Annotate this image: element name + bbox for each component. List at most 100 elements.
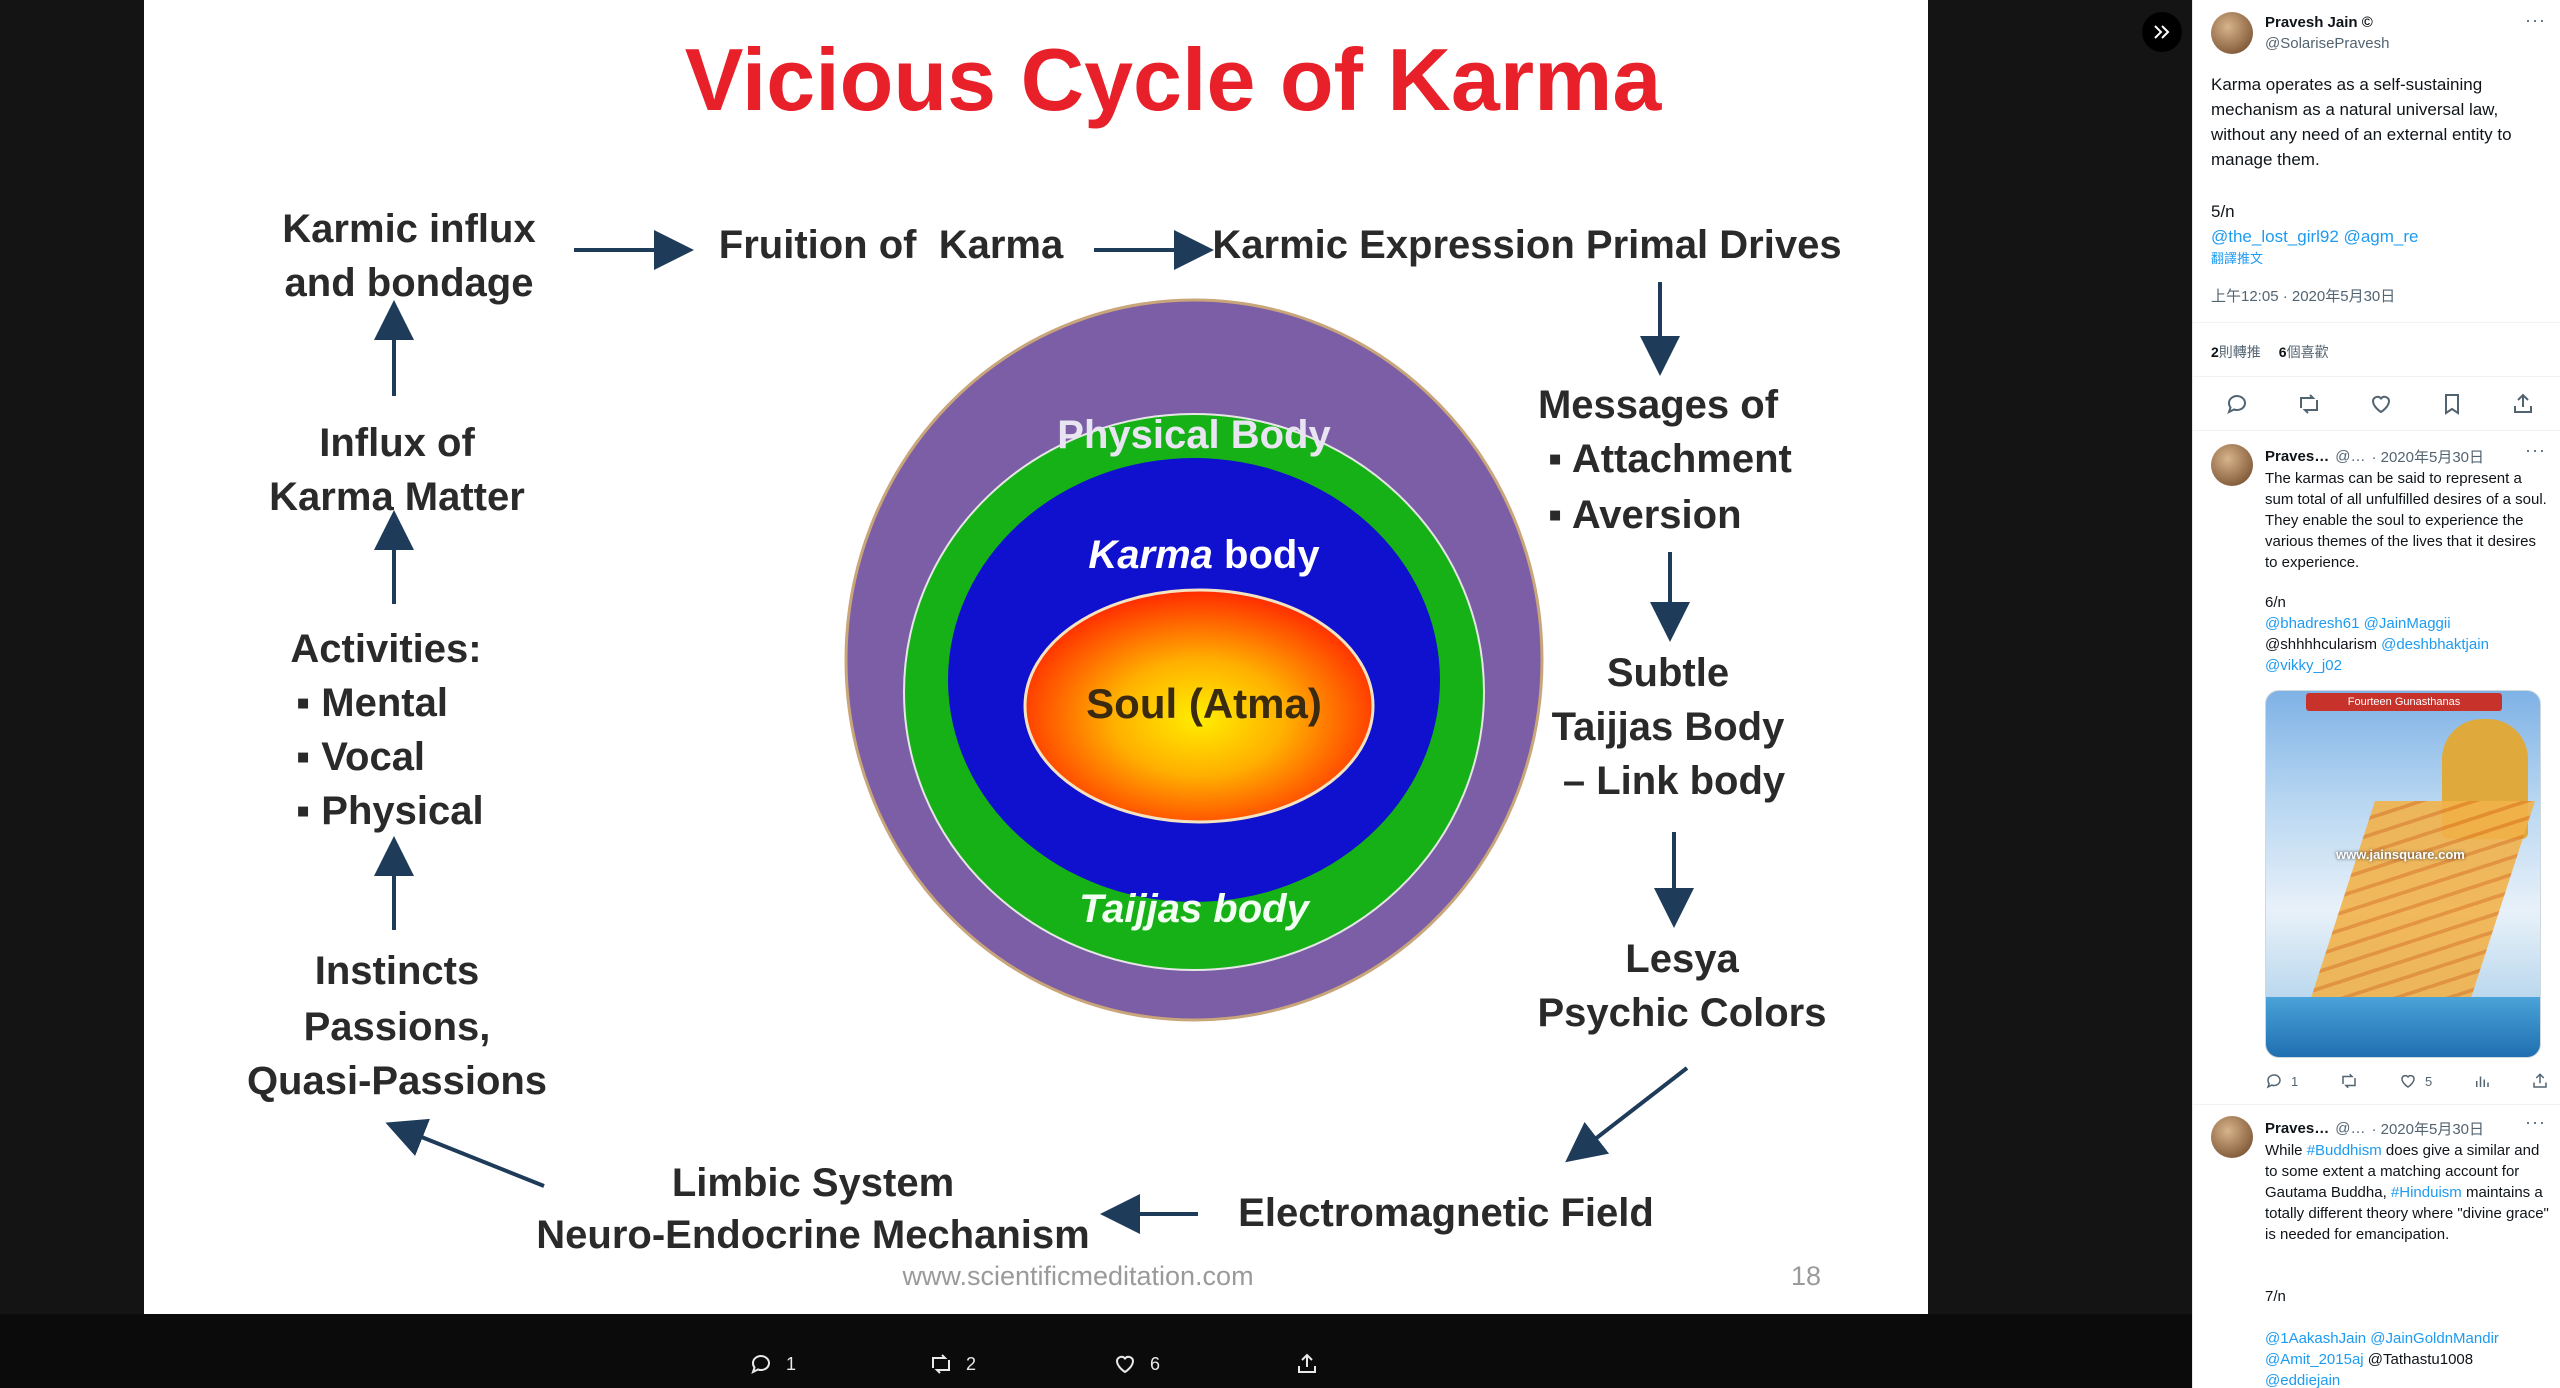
views-chart-icon[interactable]: [2473, 1072, 2491, 1090]
image-watermark: www.jainsquare.com: [2336, 847, 2465, 862]
karmic-influx-line1: Karmic influx: [282, 207, 535, 251]
collapse-panel-button[interactable]: [2142, 12, 2182, 52]
reply-body-pre: While: [2265, 1142, 2307, 1159]
bullet-mark: ▪: [1548, 493, 1572, 537]
reply-author-handle[interactable]: @…: [2335, 448, 2366, 465]
retweet-icon: [928, 1351, 954, 1377]
author-name[interactable]: Pravesh Jain ©: [2265, 14, 2373, 31]
reply-image[interactable]: Fourteen Gunasthanas www.jainsquare.com: [2265, 690, 2541, 1058]
messages-title: Messages of: [1538, 383, 1779, 427]
reply-author-name[interactable]: Praves…: [2265, 448, 2330, 465]
thread-marker: 5/n: [2211, 202, 2235, 221]
mention-plain[interactable]: @Tathastu1008: [2363, 1351, 2474, 1368]
retweet-icon[interactable]: [2339, 1072, 2359, 1090]
physical-label: Physical: [321, 789, 483, 833]
tweet-body: Karma operates as a self-sustaining mech…: [2211, 75, 2512, 169]
arrow-limbic-to-instincts: [385, 1118, 545, 1188]
hashtag-hinduism[interactable]: #Hinduism: [2390, 1184, 2462, 1201]
more-options-icon[interactable]: ···: [2525, 10, 2546, 30]
viewer-share-action[interactable]: [1294, 1346, 1320, 1382]
limbic-line1: Limbic System: [672, 1161, 954, 1205]
reply-reply-count: 1: [2291, 1073, 2299, 1089]
activities-title: Activities:: [290, 627, 481, 671]
reply-thread-marker: 6/n: [2265, 594, 2286, 611]
reply-mentions-line3[interactable]: @vikky_j02: [2265, 657, 2342, 674]
reply-like-action[interactable]: 5: [2399, 1072, 2432, 1090]
translate-link[interactable]: 翻譯推文: [2211, 251, 2264, 266]
water-shape: [2266, 997, 2540, 1057]
soul-label: Soul (Atma): [1086, 680, 1322, 727]
media-viewer: Vicious Cycle of Karma Physical Body Kar…: [0, 0, 2192, 1388]
share-icon: [1294, 1351, 1320, 1377]
reply-author-handle[interactable]: @…: [2335, 1120, 2366, 1137]
likes-number[interactable]: 6: [2278, 344, 2287, 360]
slide-image: Vicious Cycle of Karma Physical Body Kar…: [144, 0, 1928, 1338]
soul-core: [1023, 588, 1375, 824]
heart-icon: [1112, 1351, 1138, 1377]
bookmark-icon[interactable]: [2440, 392, 2464, 416]
author-handle[interactable]: @SolarisePravesh: [2265, 35, 2390, 52]
retweets-number[interactable]: 2: [2211, 344, 2219, 360]
reply-author-name[interactable]: Praves…: [2265, 1120, 2330, 1137]
bullet-physical: ▪ Physical: [296, 789, 484, 833]
mention-link[interactable]: @deshbhaktjain: [2381, 636, 2489, 653]
tweet-mentions[interactable]: @the_lost_girl92 @agm_re: [2211, 227, 2419, 246]
vocal-label: Vocal: [321, 735, 425, 779]
tweet-side-panel: Pravesh Jain © @SolarisePravesh ··· Karm…: [2192, 0, 2560, 1388]
media-action-bar: [0, 1314, 2192, 1388]
tweet-timestamp[interactable]: 上午12:05 · 2020年5月30日: [2211, 288, 2396, 305]
retweet-icon[interactable]: [2296, 392, 2322, 416]
website-footer: www.scientificmeditation.com: [901, 1261, 1253, 1291]
divider: [2193, 430, 2560, 431]
lesya-line2: Psychic Colors: [1537, 991, 1826, 1035]
share-icon[interactable]: [2531, 1072, 2549, 1090]
attachment-label: Attachment: [1572, 437, 1792, 481]
divider: [2193, 376, 2560, 377]
bullet-vocal: ▪ Vocal: [296, 735, 425, 779]
share-icon[interactable]: [2511, 392, 2535, 416]
karmic-influx-line2: and bondage: [285, 261, 534, 305]
hashtag-buddhism[interactable]: #Buddhism: [2306, 1142, 2382, 1159]
primal-drives: Karmic Expression Primal Drives: [1212, 223, 1841, 267]
reply-body-post: maintains a totally different theory whe…: [2265, 1184, 2549, 1243]
likes-label[interactable]: 個喜歡: [2286, 344, 2329, 360]
electromagnetic-field: Electromagnetic Field: [1238, 1191, 1654, 1235]
reply-avatar[interactable]: [2211, 1116, 2253, 1158]
bullet-mark: ▪: [1548, 437, 1572, 481]
viewer-like-action[interactable]: 6: [1112, 1346, 1160, 1382]
bullet-mental: ▪ Mental: [296, 681, 448, 725]
mention-link[interactable]: @Amit_2015aj: [2265, 1351, 2364, 1368]
viewer-reply-action[interactable]: 1: [748, 1346, 796, 1382]
reply-action-row: 1 5: [2265, 1072, 2549, 1090]
divider: [2193, 1104, 2560, 1105]
reply-icon[interactable]: [2225, 392, 2249, 416]
tweet-action-row: [2225, 392, 2535, 416]
reply-body-mid: does give a similar and to some extent a…: [2265, 1142, 2540, 1201]
retweets-label[interactable]: 則轉推: [2218, 344, 2261, 360]
heart-icon[interactable]: [2369, 392, 2393, 416]
reply-date[interactable]: · 2020年5月30日: [2371, 1121, 2485, 1138]
more-options-icon[interactable]: ···: [2525, 1112, 2546, 1132]
reply-date[interactable]: · 2020年5月30日: [2371, 449, 2485, 466]
karma-word: Karma: [1088, 533, 1213, 577]
subtle-line2: Taijjas Body: [1552, 705, 1785, 749]
divider: [2193, 322, 2560, 323]
reply-avatar[interactable]: [2211, 444, 2253, 486]
instincts-line2: Passions,: [304, 1005, 491, 1049]
reply-thread-marker: 7/n: [2265, 1288, 2286, 1305]
reply-mentions-line1[interactable]: @bhadresh61 @JainMaggii: [2265, 615, 2451, 632]
more-options-icon[interactable]: ···: [2525, 440, 2546, 460]
author-avatar[interactable]: [2211, 12, 2253, 54]
viewer-retweet-action[interactable]: 2: [928, 1346, 976, 1382]
reply-body: While #Buddhism does give a similar and …: [2265, 1140, 2551, 1245]
bullet-mark: ▪: [296, 735, 321, 779]
reply-mentions-line3[interactable]: @eddiejain: [2265, 1372, 2341, 1388]
slide-title: Vicious Cycle of Karma: [685, 30, 1663, 129]
mention-plain[interactable]: @shhhhcularism: [2265, 636, 2382, 653]
reply-reply-action[interactable]: 1: [2265, 1072, 2298, 1090]
reply-header: Praves… @… · 2020年5月30日: [2265, 1118, 2484, 1139]
reply-mentions-line1[interactable]: @1AakashJain @JainGoldnMandir: [2265, 1330, 2499, 1347]
karma-body-label: Karma body: [1088, 533, 1320, 577]
reply-mentions-line2: @shhhhcularism @deshbhaktjain: [2265, 634, 2489, 655]
arrow-lesya-to-field: [1565, 1066, 1689, 1163]
